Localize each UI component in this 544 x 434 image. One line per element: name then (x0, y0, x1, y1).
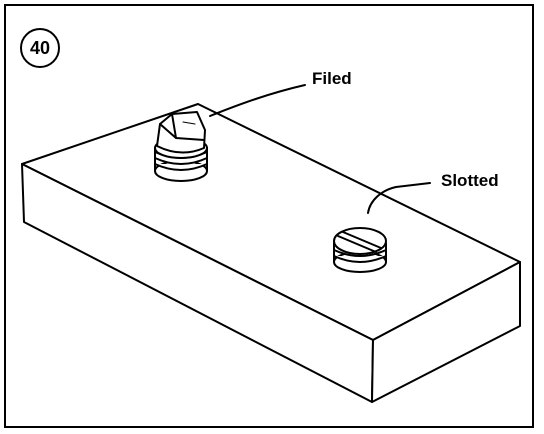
block-right-face (371, 261, 521, 403)
filed-label: Filed (312, 69, 352, 88)
filed-leader-line (209, 84, 306, 117)
slotted-screw (333, 227, 387, 273)
figure-number: 40 (29, 37, 51, 58)
slotted-label: Slotted (441, 171, 499, 190)
slotted-leader-line (367, 182, 431, 214)
filed-pin (154, 111, 208, 182)
figure-number-badge: 40 (20, 28, 60, 68)
